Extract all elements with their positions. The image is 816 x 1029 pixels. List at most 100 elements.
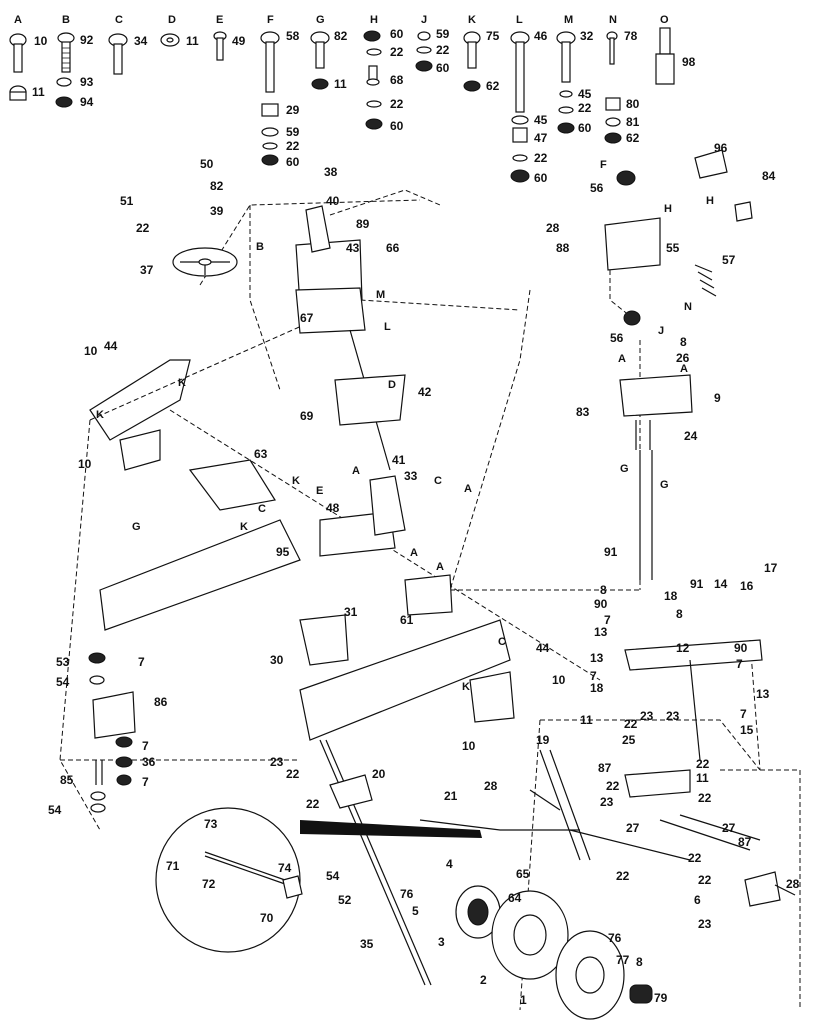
callout: 69 [300,409,314,423]
callout-labels: 50 51 82 22 39 37 38 40 89 43 66 M B 67 … [48,141,800,1007]
callout: N [684,301,692,313]
hw-o-pin-icon [655,27,675,85]
hw-letter-o: O [660,14,669,26]
hw-f-part-3: 59 [286,125,300,139]
callout: 23 [698,917,712,931]
callout: 54 [326,869,340,883]
hw-k-part-2: 62 [486,79,500,93]
callout: 20 [372,767,386,781]
hw-b-bolt-icon [55,32,75,108]
callout: 87 [598,761,612,775]
hw-letter-g: G [316,14,325,26]
callout: 66 [386,241,400,255]
callout: 90 [734,641,748,655]
callout: 52 [338,893,352,907]
callout: 7 [590,669,597,683]
callout: 26 [676,351,690,365]
callout: 22 [698,791,712,805]
hw-k-part-1: 75 [486,29,500,43]
callout: 18 [664,589,678,603]
callout: 61 [400,613,414,627]
hw-l-part-3: 47 [534,131,548,145]
callout: 89 [356,217,370,231]
hw-f-part-1: 58 [286,29,300,43]
callout: 84 [762,169,776,183]
hw-n-part-1: 78 [624,29,638,43]
hw-m-part-4: 60 [578,121,592,135]
callout: B [256,241,264,253]
callout: 51 [120,194,134,208]
callout: 71 [166,859,180,873]
callout: K [96,409,104,421]
callout: 90 [594,597,608,611]
callout: A [410,547,418,559]
callout: 63 [254,447,268,461]
hw-j-part-2: 22 [436,43,450,57]
callout: G [620,463,629,475]
hw-n-part-3: 81 [626,115,640,129]
callout: 13 [594,625,608,639]
callout: 12 [676,641,690,655]
hw-letter-k: K [468,14,476,26]
hw-letter-j: J [421,14,427,26]
callout: J [658,325,664,337]
hw-letter-b: B [62,14,70,26]
callout: 25 [622,733,636,747]
hw-f-part-5: 60 [286,155,300,169]
callout: 5 [412,904,419,918]
hw-g-part-2: 11 [334,77,347,91]
callout: F [600,159,607,171]
hw-l-part-1: 46 [534,29,548,43]
callout: H [706,195,714,207]
callout: 23 [270,755,284,769]
callout: K [240,521,248,533]
hw-h-part-2: 22 [390,45,404,59]
hw-h-part-1: 60 [390,27,404,41]
callout: 4 [446,857,453,871]
hw-a-part-1: 10 [34,34,48,48]
hw-a-bolt-icon [9,33,27,101]
hw-m-part-1: 32 [580,29,594,43]
callout: 13 [590,651,604,665]
hw-m-bolt-icon [556,31,576,134]
callout: 15 [740,723,754,737]
callout: 9 [714,391,721,405]
callout: 7 [142,739,149,753]
callout: A [352,465,360,477]
callout: 33 [404,469,418,483]
hw-d-nut-icon [160,33,180,47]
hw-f-part-4: 22 [286,139,300,153]
hw-l-part-2: 45 [534,113,548,127]
callout: 55 [666,241,680,255]
callout: 22 [306,797,320,811]
tire-2 [491,890,569,980]
callout: 56 [590,181,604,195]
callout: 22 [698,873,712,887]
callout: 16 [740,579,754,593]
callout: 23 [600,795,614,809]
callout: 17 [764,561,778,575]
callout: 22 [696,757,710,771]
callout: 82 [210,179,224,193]
callout: 28 [546,221,560,235]
callout: 7 [604,613,611,627]
callout: 6 [694,893,701,907]
callout: 40 [326,194,340,208]
callout: 42 [418,385,432,399]
callout: 28 [786,877,800,891]
callout: 3 [438,935,445,949]
callout: 72 [202,877,216,891]
callout: 96 [714,141,728,155]
hw-g-bolt-icon [310,31,330,90]
callout: 43 [346,241,360,255]
hw-e-screw-icon [213,31,227,61]
callout: 74 [278,861,292,875]
hw-l-part-4: 22 [534,151,548,165]
callout: 86 [154,695,168,709]
hw-j-part-1: 59 [436,27,450,41]
callout: 22 [606,779,620,793]
callout: G [660,479,669,491]
callout: 22 [286,767,300,781]
callout: 54 [48,803,62,817]
callout: 91 [690,577,704,591]
